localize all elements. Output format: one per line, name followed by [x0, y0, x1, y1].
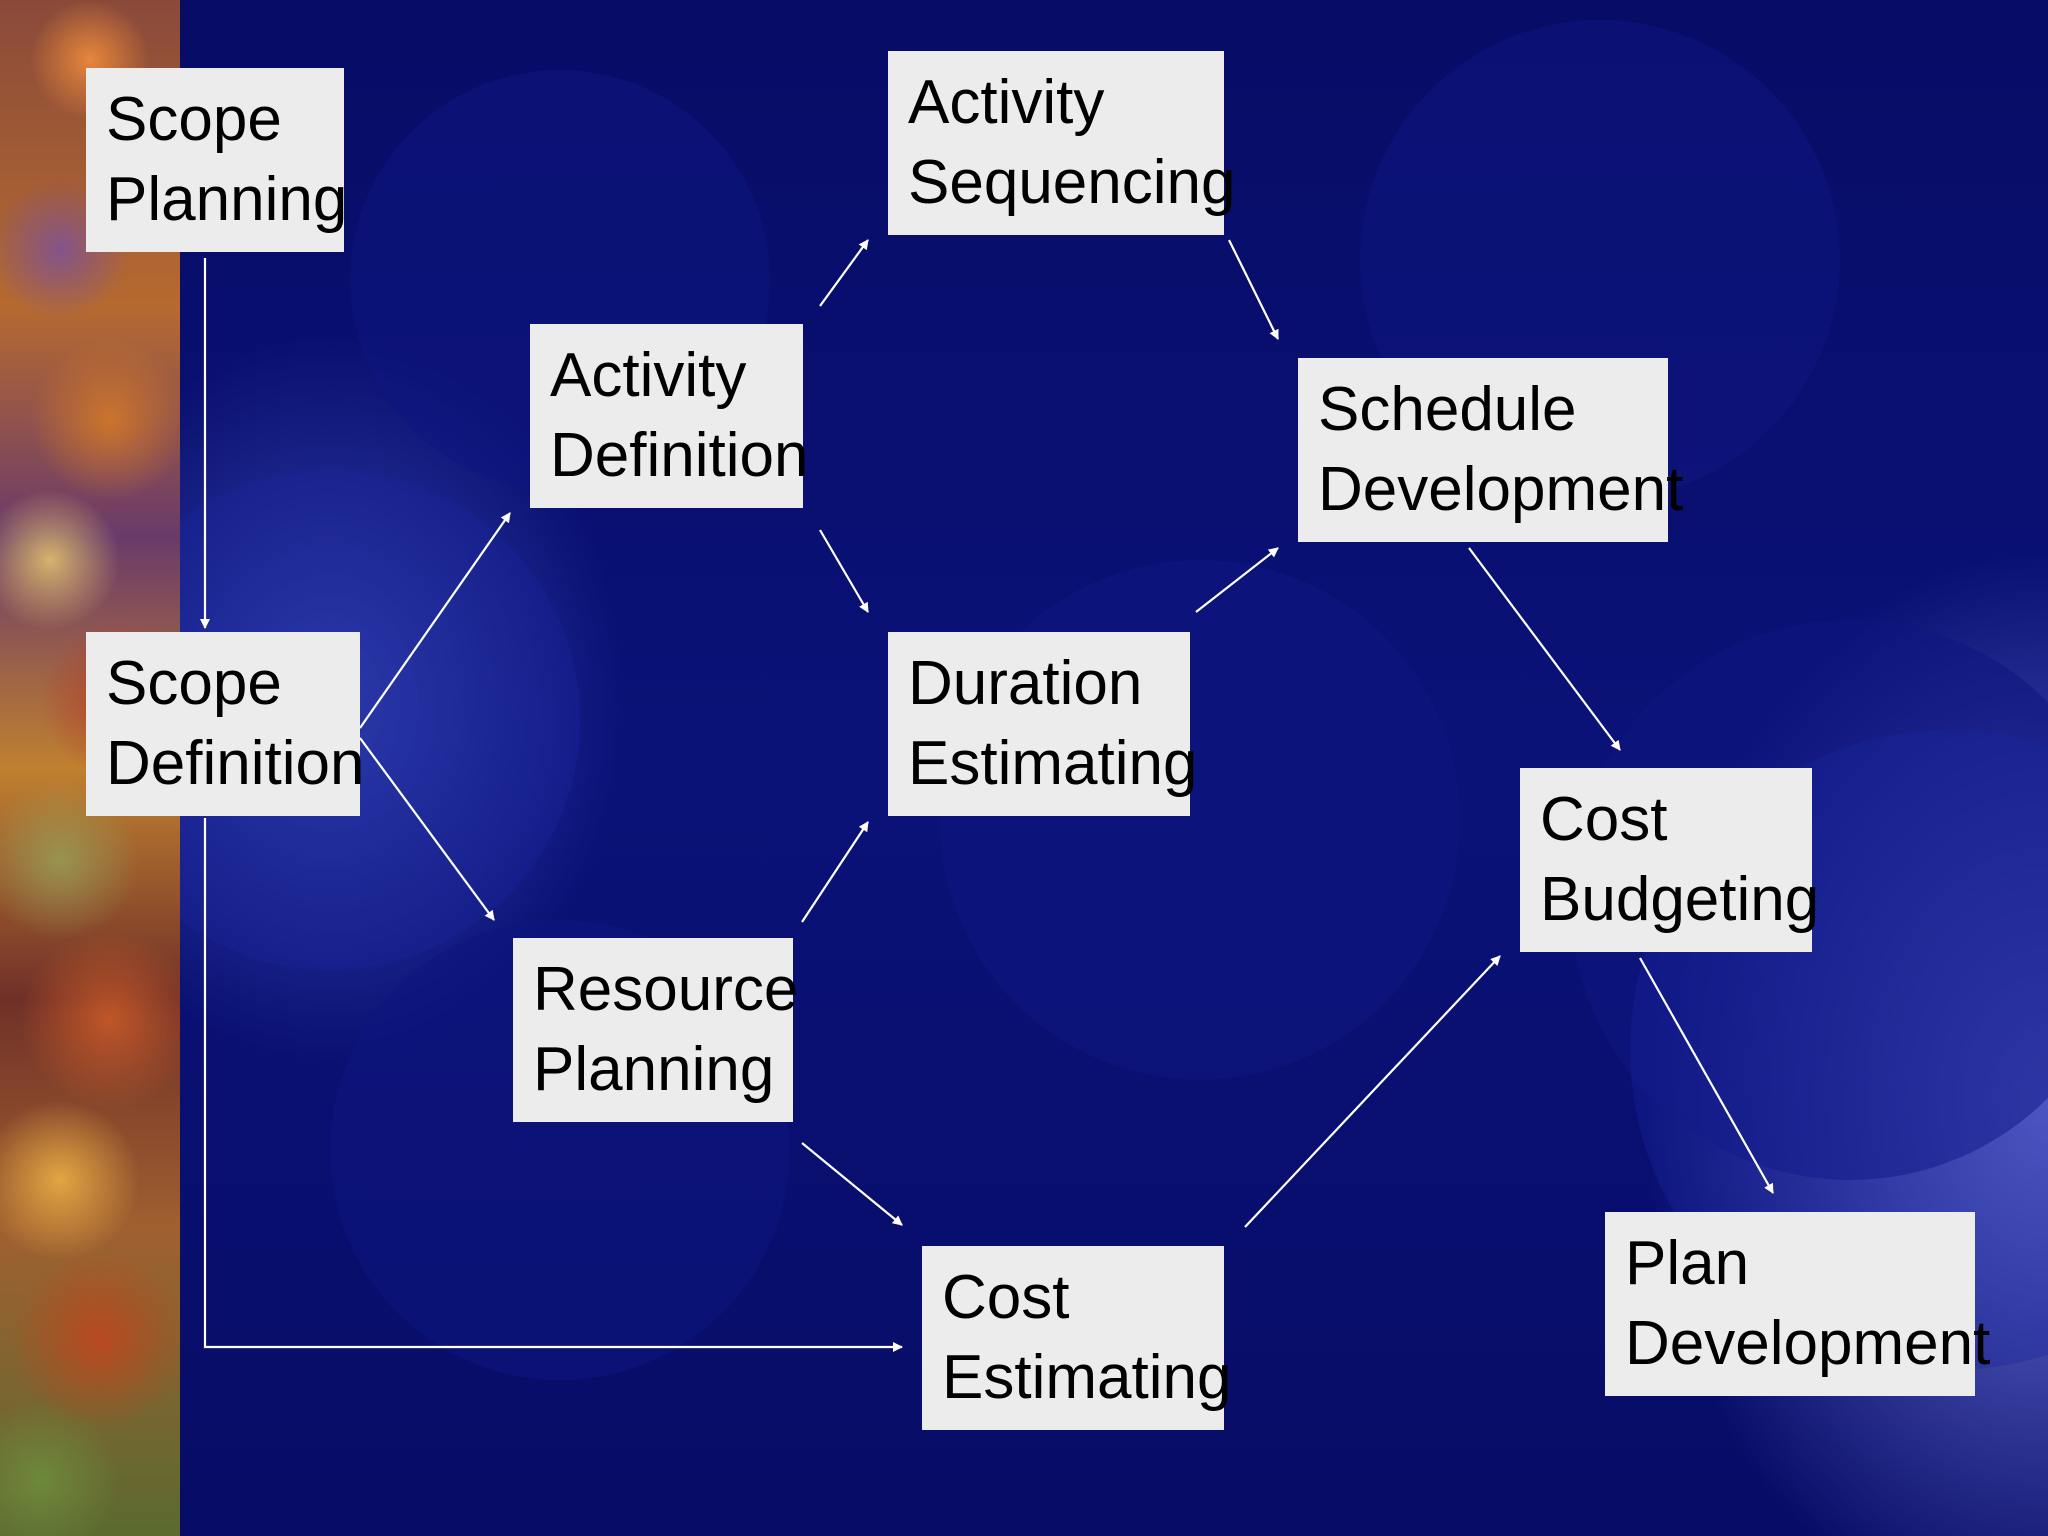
arrow-activity-definition-to-duration-estimating	[819, 529, 869, 613]
node-scope-planning-line2: Planning	[106, 165, 348, 234]
arrow-activity-sequencing-to-schedule-development	[1228, 239, 1279, 340]
node-schedule-development-line2: Development	[1318, 455, 1684, 524]
node-plan-development: Plan Development	[1605, 1212, 1991, 1396]
node-schedule-development: Schedule Development	[1298, 358, 1684, 542]
arrow-cost-estimating-to-cost-budgeting	[1244, 955, 1501, 1228]
arrow-schedule-development-to-cost-budgeting	[1468, 547, 1621, 751]
node-activity-sequencing-line1: Activity	[908, 68, 1105, 137]
node-duration-estimating-line1: Duration	[908, 649, 1143, 718]
arrow-duration-estimating-to-schedule-development	[1195, 547, 1279, 613]
node-schedule-development-line1: Schedule	[1318, 375, 1577, 444]
node-cost-budgeting-line1: Cost	[1540, 785, 1668, 854]
node-resource-planning: Resource Planning	[513, 938, 799, 1122]
node-scope-planning: Scope Planning	[86, 68, 348, 252]
node-resource-planning-line2: Planning	[533, 1035, 775, 1104]
node-duration-estimating: Duration Estimating	[888, 632, 1198, 816]
node-scope-planning-line1: Scope	[106, 85, 282, 154]
node-activity-sequencing-line2: Sequencing	[908, 148, 1236, 217]
arrow-scope-definition-to-activity-definition	[359, 512, 511, 729]
node-scope-definition: Scope Definition	[86, 632, 365, 816]
node-plan-development-line1: Plan	[1625, 1229, 1750, 1298]
arrow-cost-budgeting-to-plan-development	[1639, 957, 1774, 1194]
arrow-resource-planning-to-duration-estimating	[801, 821, 869, 923]
node-resource-planning-line1: Resource	[533, 955, 799, 1024]
node-cost-estimating: Cost Estimating	[922, 1246, 1232, 1430]
node-activity-definition-line2: Definition	[550, 421, 809, 490]
node-scope-definition-line1: Scope	[106, 649, 282, 718]
node-duration-estimating-line2: Estimating	[908, 729, 1198, 798]
node-activity-definition-line1: Activity	[550, 341, 747, 410]
arrow-resource-planning-to-cost-estimating	[801, 1142, 903, 1226]
node-cost-budgeting-line2: Budgeting	[1540, 865, 1820, 934]
arrow-scope-definition-to-cost-estimating	[203, 818, 903, 1352]
node-cost-estimating-line2: Estimating	[942, 1343, 1232, 1412]
node-cost-budgeting: Cost Budgeting	[1520, 768, 1820, 952]
node-plan-development-line2: Development	[1625, 1309, 1991, 1378]
node-cost-estimating-line1: Cost	[942, 1263, 1070, 1332]
node-activity-sequencing: Activity Sequencing	[888, 51, 1236, 235]
node-activity-definition: Activity Definition	[530, 324, 809, 508]
node-scope-definition-line2: Definition	[106, 729, 365, 798]
arrow-activity-definition-to-activity-sequencing	[819, 239, 869, 307]
arrow-scope-definition-to-resource-planning	[359, 737, 495, 921]
